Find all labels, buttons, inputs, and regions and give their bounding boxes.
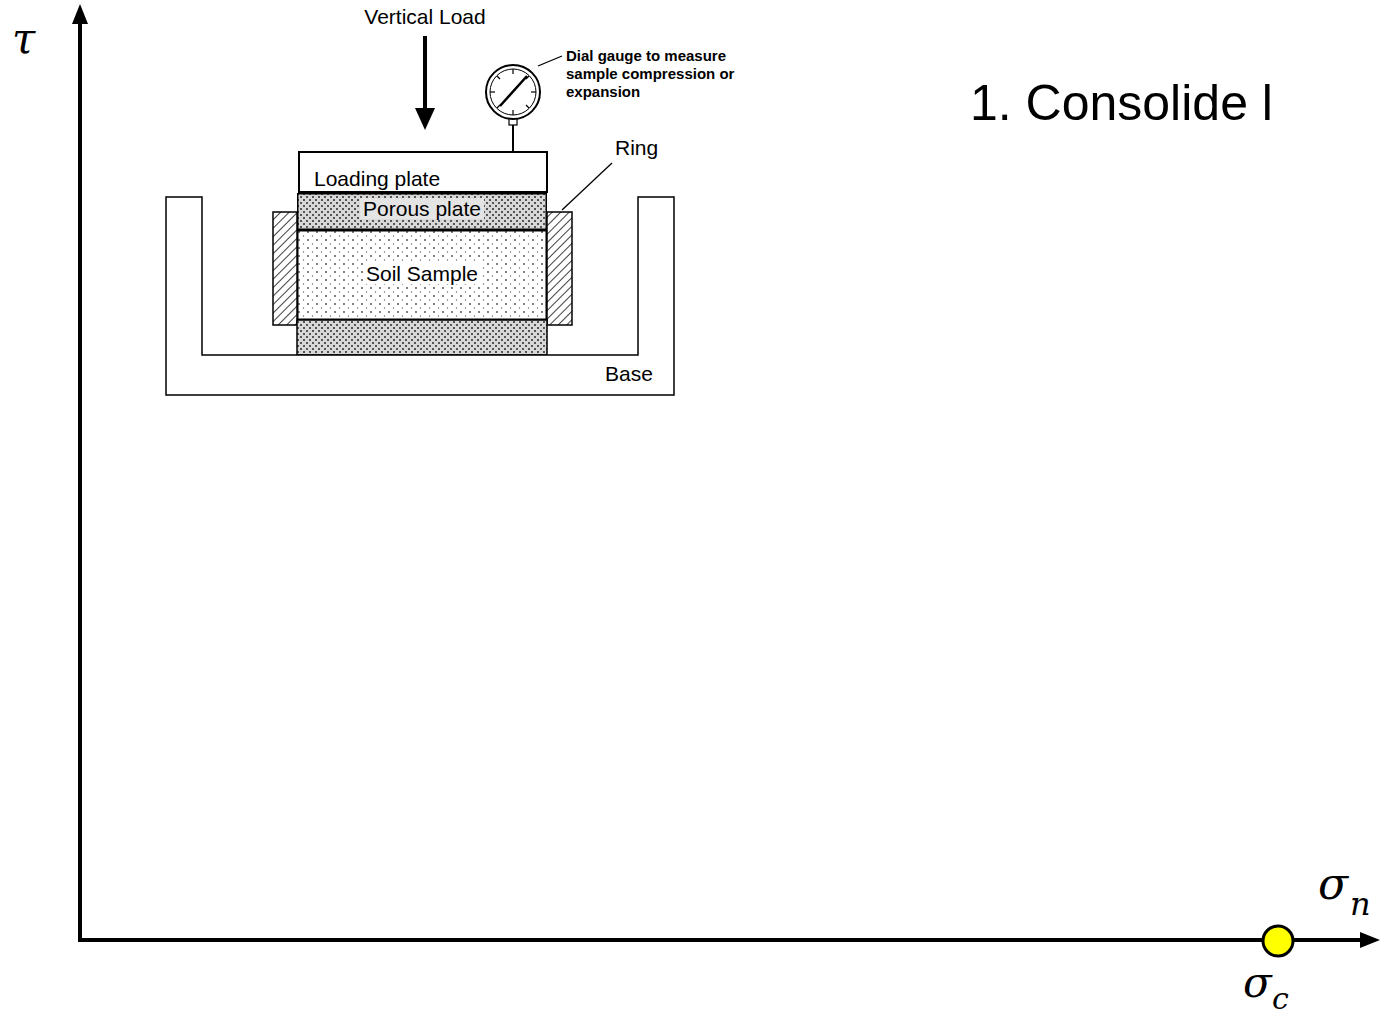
ring-label: Ring	[615, 137, 658, 158]
dial-gauge	[486, 65, 540, 119]
load-label: Vertical Load	[364, 6, 485, 27]
bottom-porous-plate	[297, 320, 547, 355]
soil-sample-label: Soil Sample	[363, 263, 481, 284]
axis-arrowhead	[72, 4, 88, 24]
base: Base	[165, 196, 675, 396]
tau-axis-label: τ	[12, 18, 35, 60]
loading-plate: Loading plate	[298, 151, 548, 193]
loading-plate-label: Loading plate	[314, 168, 440, 189]
soil-sample-shape	[298, 231, 547, 320]
subscript: c	[1272, 984, 1289, 1014]
base-outline	[165, 196, 675, 396]
leader-line	[538, 56, 562, 66]
ring	[273, 212, 297, 325]
soil-sample: Soil Sample	[297, 230, 547, 320]
subscript: n	[1350, 888, 1371, 920]
stress-point	[1263, 926, 1293, 956]
axis-arrowhead	[1360, 932, 1380, 948]
gauge-ticks	[490, 69, 536, 115]
base-label: Base	[605, 363, 653, 384]
load-arrowhead	[415, 108, 435, 130]
gauge-label: Dial gauge to measure sample compression…	[566, 47, 766, 101]
porous-plate-label: Porous plate	[360, 198, 484, 219]
sigma-axis-label: σ	[1318, 862, 1348, 906]
leader-line	[562, 163, 612, 210]
tau-axis	[78, 20, 82, 942]
step-text: 1. Consolide l	[970, 78, 1273, 128]
load-arrow	[423, 36, 427, 112]
sigma-axis	[78, 938, 1362, 942]
dial-gauge	[490, 69, 536, 115]
sigma-label: σ	[1243, 962, 1272, 1004]
base-shape	[166, 197, 674, 395]
ring	[547, 212, 572, 325]
gauge-needle	[500, 76, 527, 106]
porous-plate: Porous plate	[297, 193, 547, 230]
porous-plate-shape	[298, 194, 547, 230]
